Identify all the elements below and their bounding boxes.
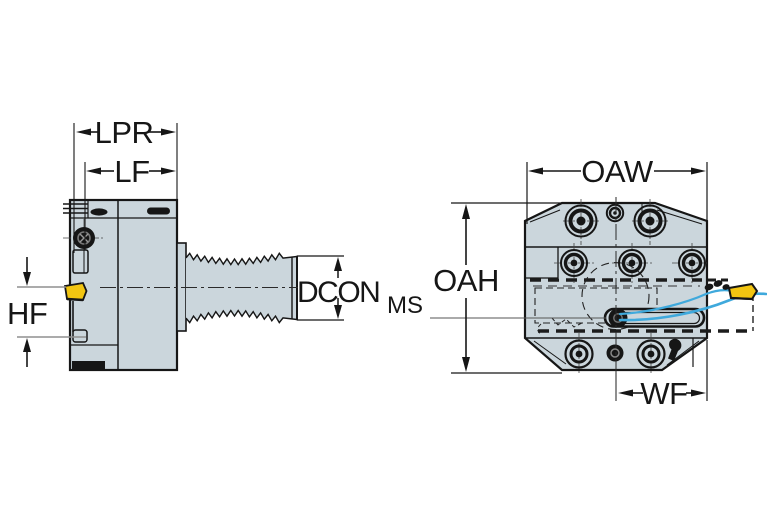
dim-label-lf: LF <box>114 154 149 189</box>
bottom-key <box>72 361 105 370</box>
dim-label-hf: HF <box>7 296 47 331</box>
top-slot-left <box>91 208 108 215</box>
dim-label-dcon: DCON <box>297 276 379 309</box>
dim-label-oaw: OAW <box>581 154 654 189</box>
dimension-dcon: DCON MS <box>297 256 423 320</box>
front-screw-top-left <box>566 206 597 237</box>
insert-side <box>65 283 87 300</box>
side-view <box>63 200 298 370</box>
front-screw-top-right <box>635 206 666 237</box>
dim-label-dcon-subscript: MS <box>387 292 423 319</box>
dim-label-lpr: LPR <box>95 115 154 150</box>
insert-front <box>729 284 757 299</box>
top-slot-right <box>147 208 170 215</box>
dim-label-wf: WF <box>640 376 687 411</box>
dim-label-oah: OAH <box>433 263 499 298</box>
front-screws-middle <box>561 250 705 276</box>
front-screw-top-small <box>607 205 623 221</box>
